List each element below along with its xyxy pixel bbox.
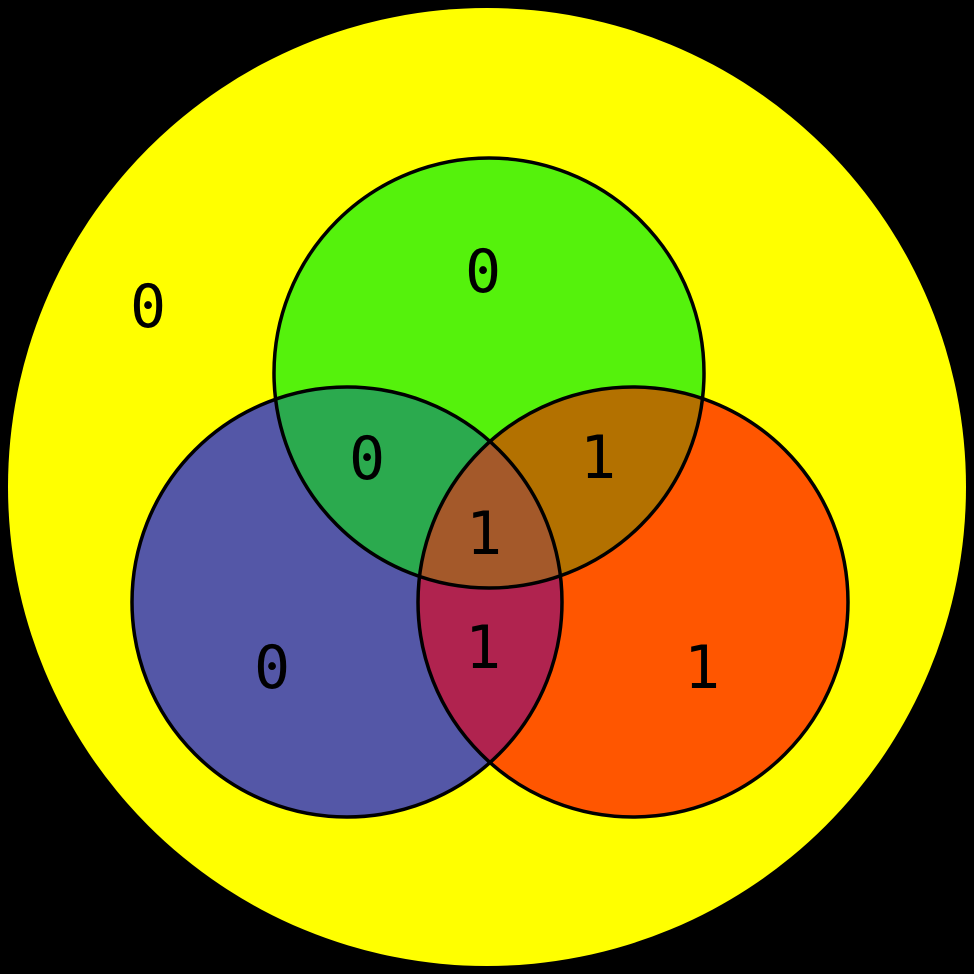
triple-intersection-count-label: 1 — [466, 499, 502, 569]
universe-count-label: 0 — [130, 272, 166, 342]
blue-orange-count-label: 1 — [465, 613, 501, 683]
blue-set-count-label: 0 — [254, 633, 290, 703]
orange-set-outline — [416, 385, 850, 819]
green-set-outline — [272, 156, 706, 590]
orange-set-count-label: 1 — [684, 633, 720, 703]
green-blue-count-label: 0 — [349, 424, 385, 494]
green-set-count-label: 0 — [465, 237, 501, 307]
blue-set-outline — [130, 385, 564, 819]
green-orange-intersection-region — [418, 387, 704, 588]
green-orange-count-label: 1 — [580, 423, 616, 493]
green-blue-intersection-region — [274, 387, 562, 588]
